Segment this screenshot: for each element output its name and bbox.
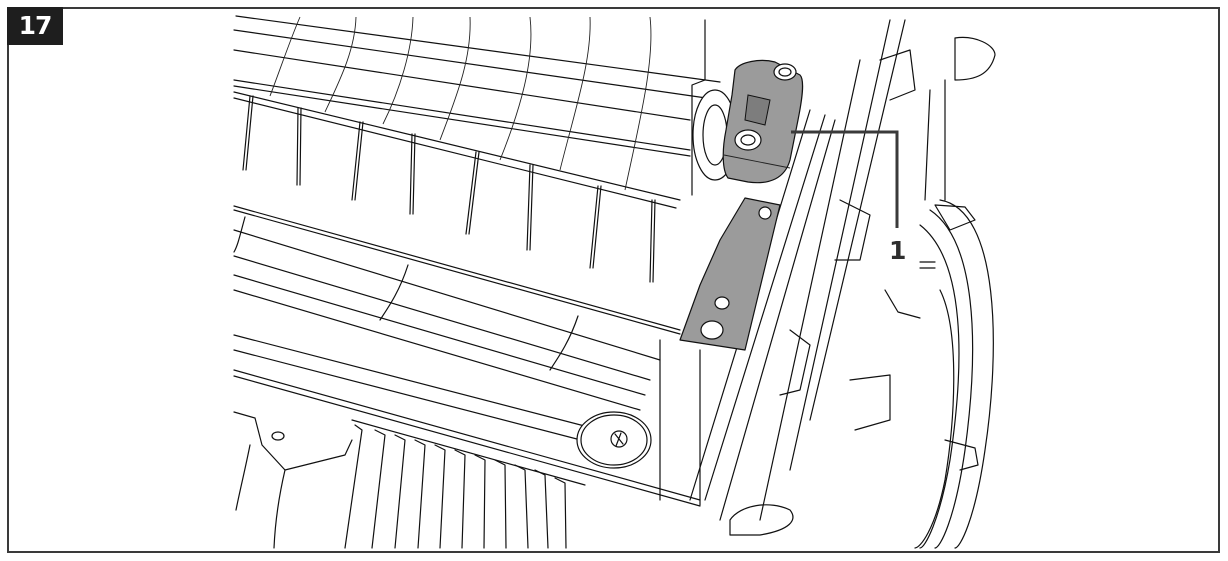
housing-trough — [233, 205, 701, 507]
step-number-badge: 17 — [7, 7, 63, 45]
handle-mount — [879, 36, 996, 201]
callout-label-1: 1 — [889, 236, 907, 265]
callout-leader-1 — [791, 130, 899, 228]
bearing-bracket — [722, 59, 804, 184]
tine-roller — [233, 15, 738, 283]
screw-cap — [576, 411, 652, 469]
lower-bracket — [679, 197, 781, 351]
wheel — [884, 199, 994, 549]
motor-housing — [233, 411, 586, 549]
